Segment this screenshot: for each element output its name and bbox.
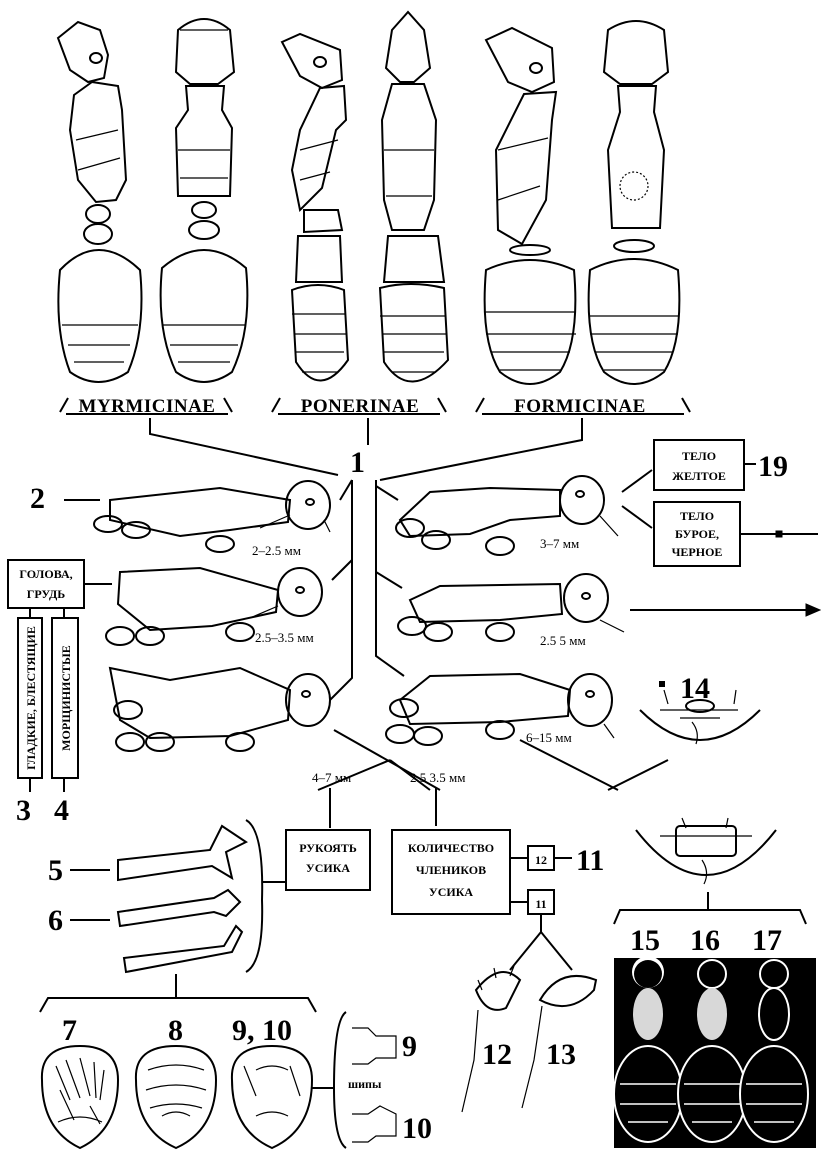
ant-side-view-large-myrmicinae [110,668,330,751]
subfamily-label-formicinae: FORMICINAE [514,396,646,417]
myrmicinae-dorsal-figure [161,19,248,382]
key-number-9: 9 [402,1030,417,1063]
ponerinae-dorsal-figure [380,12,448,382]
body-dark-label-3: ЧЕРНОЕ [672,545,723,559]
body-yellow-label-1: ТЕЛО [682,449,716,463]
smooth-shiny-label: ГЛАДКИЕ, БЛЕСТЯЩИЕ [24,626,38,770]
subfamily-label-myrmicinae: MYRMICINAE [79,396,216,417]
myrmicinae-lateral-figure [58,22,142,382]
petiole-figure-lower [636,818,776,884]
spine-figure-9 [352,1028,396,1064]
ant-side-view-2 [94,481,330,552]
head-figure-9-10 [232,1046,312,1148]
scape-figure-7-10 [124,926,242,972]
ponerinae-lateral-figure [282,34,348,381]
ant-side-view-2.5-5mm [398,574,624,641]
ant-side-view-6-15mm [386,674,614,745]
key-number-5: 5 [48,854,63,887]
key-number-11-right: 11 [576,844,604,877]
size-label-3-7mm: 3–7 мм [540,536,579,551]
antenna-segments-label-1: КОЛИЧЕСТВО [408,841,494,855]
spines-label: шипы [348,1077,382,1091]
antenna-scape-label-2: УСИКА [306,861,351,875]
body-dark-label-1: ТЕЛО [680,509,714,523]
key-number-8: 8 [168,1014,183,1047]
formicinae-lateral-figure [484,28,576,384]
key-number-9-10: 9, 10 [232,1014,292,1047]
antenna-scape-label-1: РУКОЯТЬ [299,841,357,855]
size-label-2-2.5mm: 2–2.5 мм [252,543,301,558]
wrinkled-label: МОРЩИНИСТЫЕ [59,645,73,751]
key-number-15: 15 [630,924,660,957]
key-number-1: 1 [350,446,365,479]
key-number-19: 19 [758,450,788,483]
segments-11-label: 11 [535,897,546,911]
antenna-segments-label-3: УСИКА [429,885,474,899]
antenna-segments-label-2: ЧЛЕНИКОВ [416,863,486,877]
ant-side-view-3-7mm [396,476,618,555]
size-label-4-7mm: 4–7 мм [312,770,351,785]
size-label-6-15mm: 6–15 мм [526,730,572,745]
antenna-scape-box [286,830,370,890]
key-number-10: 10 [402,1112,432,1145]
head-figure-7 [42,1046,118,1148]
size-label-2.5-5mm: 2.5 5 мм [540,633,586,648]
key-number-2: 2 [30,482,45,515]
head-thorax-label-1: ГОЛОВА, [19,567,72,581]
formicinae-dorsal-figure [589,21,680,384]
key-number-17: 17 [752,924,782,957]
key-number-3: 3 [16,794,31,827]
key-number-12: 12 [482,1038,512,1071]
scape-figure-5 [118,826,246,880]
subfamily-label-ponerinae: PONERINAE [301,396,420,417]
size-label-2.5-3.5mm: 2.5–3.5 мм [255,630,314,645]
body-dark-label-2: БУРОЕ, [675,527,719,541]
body-yellow-label-2: ЖЕЛТОЕ [672,469,726,483]
head-figure-8 [136,1046,216,1148]
key-number-13: 13 [546,1038,576,1071]
segments-12-label: 12 [535,853,547,867]
size-label-2.5-3.5mm-b: 2.5 3.5 мм [410,770,465,785]
scape-figure-6 [118,890,240,926]
spine-figure-10 [352,1106,396,1142]
key-number-16: 16 [690,924,720,957]
key-number-4: 4 [54,794,69,827]
key-number-6: 6 [48,904,63,937]
head-thorax-label-2: ГРУДЬ [27,587,66,601]
key-number-7: 7 [62,1014,77,1047]
